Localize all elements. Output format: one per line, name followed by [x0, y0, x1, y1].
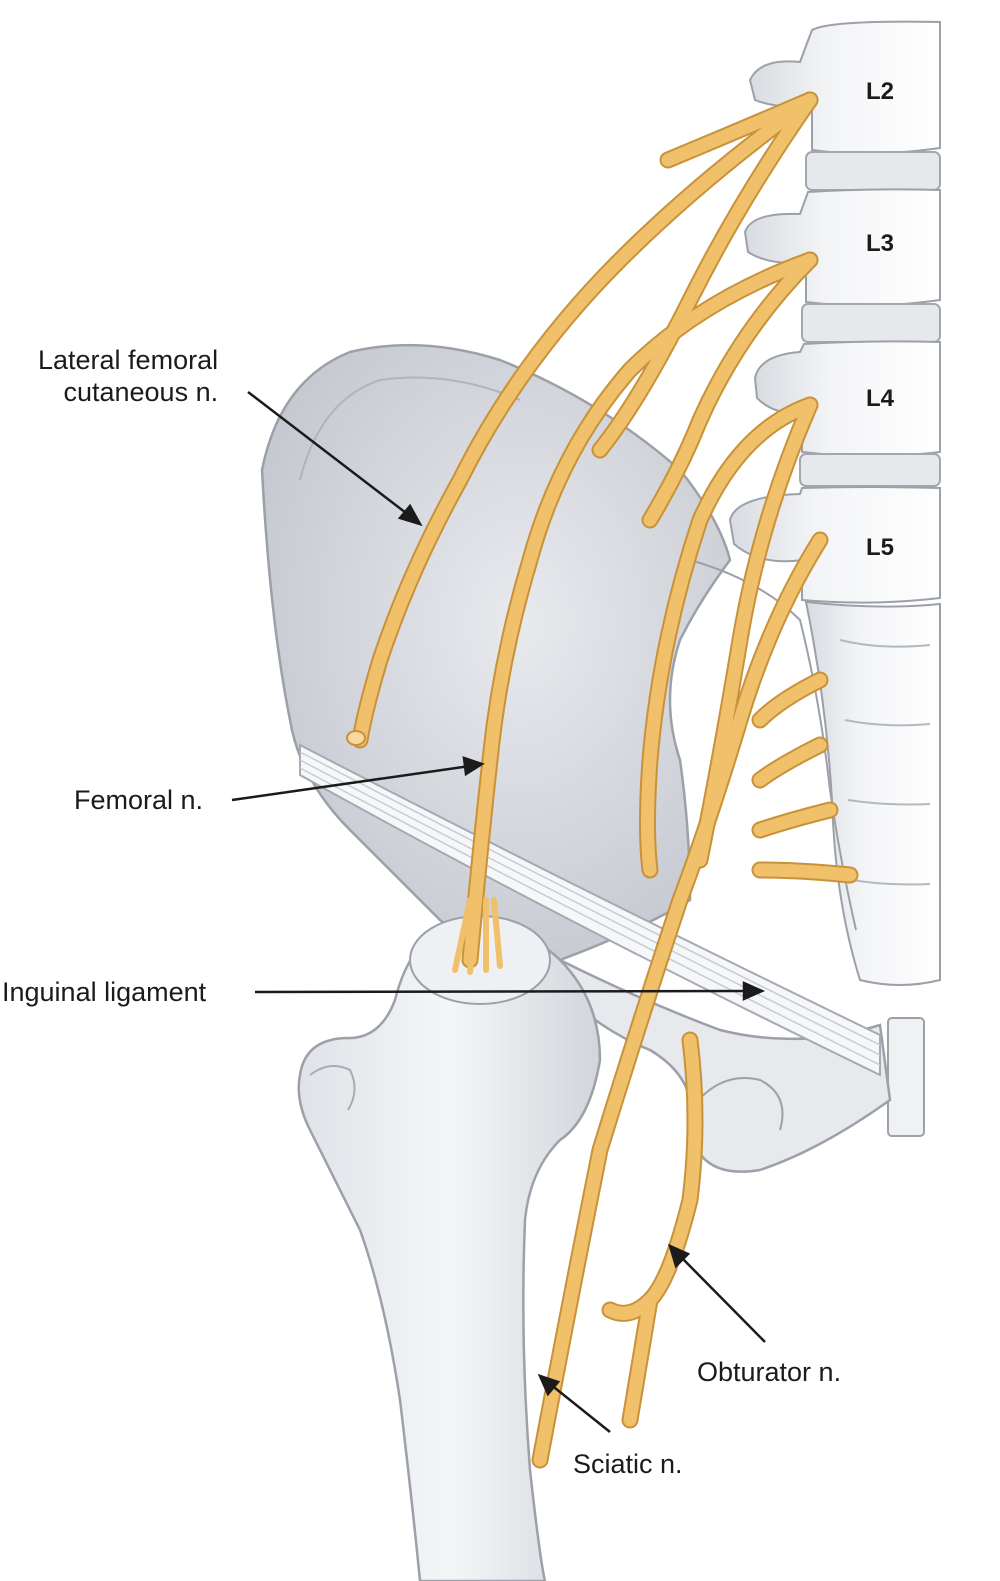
disc-l2-l3 — [805, 151, 941, 191]
arrow-inguinal — [254, 981, 766, 1001]
label-inguinal-ligament: Inguinal ligament — [2, 977, 207, 1007]
leader-arrows — [231, 391, 766, 1433]
label-sciatic-nerve: Sciatic n. — [573, 1449, 683, 1479]
vertebra-label-l4: L4 — [866, 385, 895, 412]
vertebra-label-l3: L3 — [866, 230, 895, 257]
label-lateral-femoral-cutaneous: Lateral femoral cutaneous n. — [38, 344, 218, 408]
label-lateral-femoral-line2: cutaneous n. — [63, 377, 219, 407]
sacrum — [804, 600, 941, 986]
arrow-obturator — [668, 1243, 766, 1343]
arrow-sciatic — [537, 1373, 611, 1433]
vertebra-label-l5: L5 — [866, 534, 895, 561]
disc-l4-l5 — [799, 453, 941, 487]
label-femoral-nerve: Femoral n. — [74, 785, 204, 815]
label-obturator-nerve: Obturator n. — [697, 1357, 842, 1387]
femur — [297, 915, 602, 1581]
label-lateral-femoral-line1: Lateral femoral — [38, 345, 219, 375]
arrow-femoral — [231, 756, 485, 802]
vertebra-l4 — [753, 340, 941, 457]
disc-l3-l4 — [801, 303, 941, 343]
vertebra-label-l2: L2 — [866, 78, 895, 105]
pubic-symphysis — [887, 1017, 925, 1137]
lumbar-plexus-nerves — [346, 91, 859, 1469]
arrow-lateral-femoral — [247, 391, 423, 527]
